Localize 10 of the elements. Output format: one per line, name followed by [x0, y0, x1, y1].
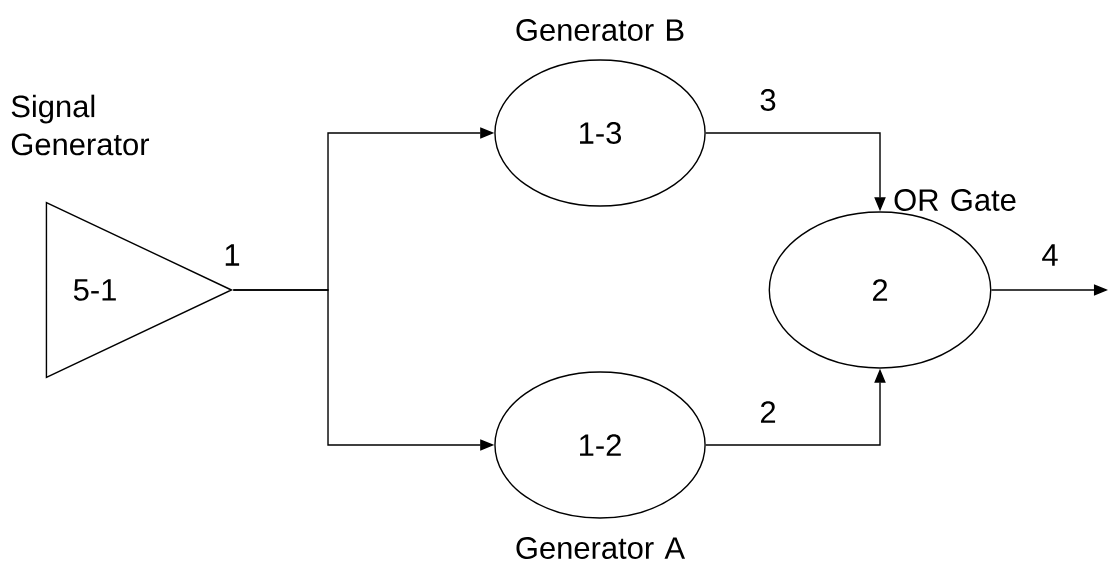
circle-node: 2: [768, 211, 992, 369]
node-caption: Generator B: [516, 19, 684, 41]
node-caption: Signal Generator: [11, 94, 149, 156]
node-caption: Generator A: [516, 537, 685, 559]
edge-label: 3: [760, 89, 776, 111]
edge-label: 4: [1042, 244, 1058, 266]
node-caption: OR Gate: [894, 189, 1016, 211]
circle-node: 1-2: [494, 371, 706, 519]
edge-label: 2: [761, 401, 776, 423]
circle-node: 1-3: [494, 59, 706, 207]
